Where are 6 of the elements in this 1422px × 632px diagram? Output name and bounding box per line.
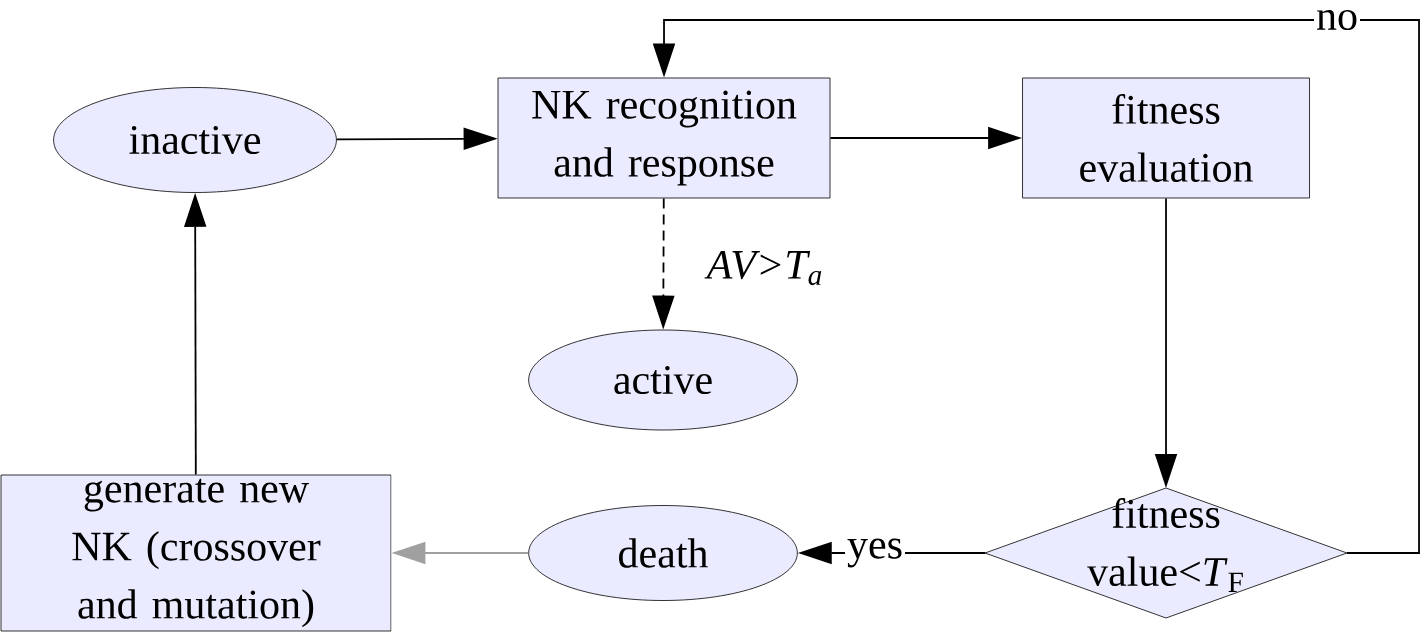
process-box: NK recognition and response	[497, 77, 831, 199]
process-box: generate new NK (crossover and mutation)	[0, 474, 392, 632]
edge-label: AV>T$_{a}$	[704, 248, 826, 288]
edge-label: no	[1314, 7, 1360, 33]
process-box: fitness evaluation	[1022, 77, 1310, 199]
edge-label: yes	[845, 536, 905, 570]
